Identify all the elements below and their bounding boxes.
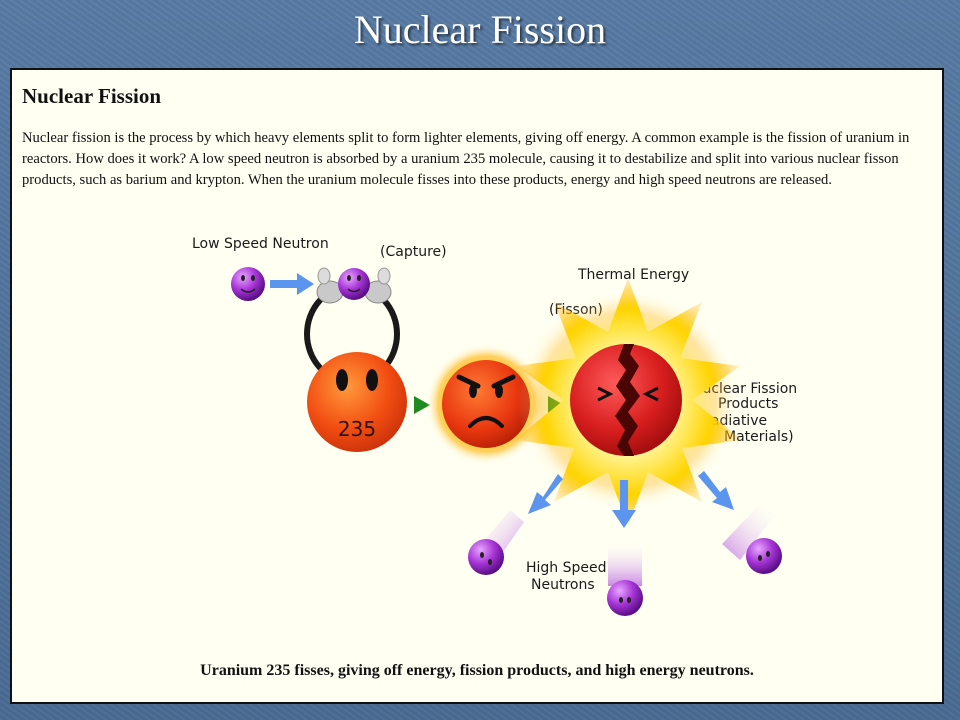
green-arrow-1: [414, 396, 430, 414]
diagram-caption: Uranium 235 fisses, giving off energy, f…: [200, 662, 754, 679]
slide-title: Nuclear Fission: [353, 7, 607, 52]
label-hsn-2: Neutrons: [531, 577, 595, 593]
low-speed-neutron: [231, 267, 265, 301]
content-panel: Nuclear Fission Nuclear fission is the p…: [10, 68, 944, 704]
blue-arrow-right: [270, 273, 314, 295]
label-thermal-energy: Thermal Energy: [577, 267, 689, 283]
high-speed-neutron-center: [607, 540, 643, 616]
high-speed-neutron-left: [468, 510, 524, 575]
panel-body-text: Nuclear fission is the process by which …: [22, 130, 910, 188]
blue-arrow-down-center: [612, 480, 636, 528]
label-hsn-1: High Speed: [526, 560, 607, 576]
nucleus-number: 235: [338, 417, 376, 441]
panel-heading: Nuclear Fission: [22, 84, 162, 108]
high-speed-neutron-right: [722, 506, 782, 574]
destabilized-nucleus: [426, 344, 546, 464]
label-capture: (Capture): [380, 244, 447, 260]
captured-neutron: [338, 268, 370, 300]
fission-diagram: Low Speed Neutron (Capture) Thermal Ener…: [192, 236, 797, 616]
label-products-4: Materials): [724, 429, 794, 445]
label-low-speed-neutron: Low Speed Neutron: [192, 236, 329, 252]
splitting-nucleus: [570, 344, 682, 456]
blue-arrow-down-right: [698, 471, 734, 510]
blue-arrow-down-left: [528, 474, 563, 514]
uranium-235-nucleus: 235: [307, 352, 407, 452]
